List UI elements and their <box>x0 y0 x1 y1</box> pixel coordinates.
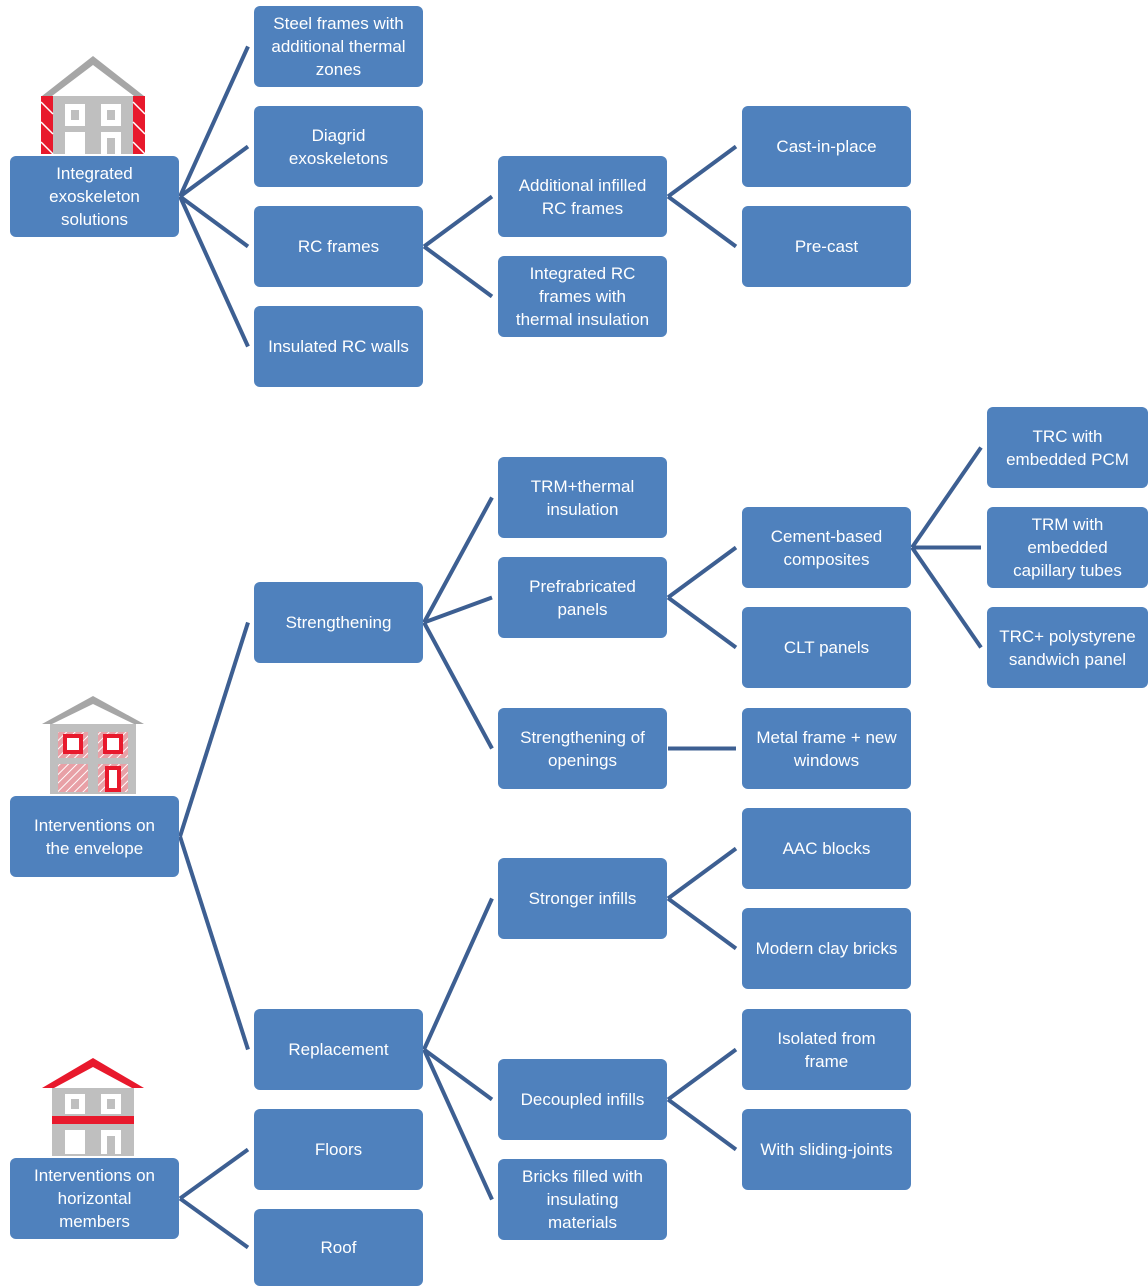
connector-strength-stropen <box>422 621 494 750</box>
node-integrated-exoskeleton-solutions[interactable]: Integrated exoskeleton solutions <box>10 156 179 237</box>
connector-env-strength <box>178 621 250 838</box>
connector-replace-decoupled <box>422 1047 494 1102</box>
node-replacement[interactable]: Replacement <box>254 1009 423 1090</box>
node-strengthening-of-openings[interactable]: Strengthening of openings <box>498 708 667 789</box>
connector-strength-trm <box>422 496 494 624</box>
node-metal-frame-new-windows[interactable]: Metal frame + new windows <box>742 708 911 789</box>
node-steel-frames[interactable]: Steel frames with additional thermal zon… <box>254 6 423 87</box>
connector-addinf-cast <box>666 144 738 199</box>
connector-prefab-clt <box>666 595 738 650</box>
node-modern-clay-bricks[interactable]: Modern clay bricks <box>742 908 911 989</box>
node-additional-infilled-rc-frames[interactable]: Additional infilled RC frames <box>498 156 667 237</box>
building-exoskeleton-icon <box>40 56 146 155</box>
connector-cement-trcpcm <box>910 446 983 549</box>
connector-hor-floors <box>178 1147 250 1201</box>
node-with-sliding-joints[interactable]: With sliding-joints <box>742 1109 911 1190</box>
node-aac-blocks[interactable]: AAC blocks <box>742 808 911 889</box>
node-trm-thermal-insulation[interactable]: TRM+thermal insulation <box>498 457 667 538</box>
node-roof[interactable]: Roof <box>254 1209 423 1286</box>
connector-stronger-clay <box>666 896 738 951</box>
node-insulated-rc-walls[interactable]: Insulated RC walls <box>254 306 423 387</box>
connector-exo-rcframes <box>178 194 250 249</box>
connector-replace-stronger <box>422 897 494 1051</box>
node-integrated-rc-frames[interactable]: Integrated RC frames with thermal insula… <box>498 256 667 337</box>
node-pre-cast[interactable]: Pre-cast <box>742 206 911 287</box>
node-decoupled-infills[interactable]: Decoupled infills <box>498 1059 667 1140</box>
node-prefabricated-panels[interactable]: Prefrabricated panels <box>498 557 667 638</box>
node-stronger-infills[interactable]: Stronger infills <box>498 858 667 939</box>
connector-exo-steel <box>178 45 250 198</box>
connector-replace-bricks <box>422 1048 494 1201</box>
node-rc-frames[interactable]: RC frames <box>254 206 423 287</box>
connector-hor-roof <box>178 1196 250 1250</box>
connector-rcframes-addinf <box>422 194 494 249</box>
node-cement-based-composites[interactable]: Cement-based composites <box>742 507 911 588</box>
connector-stronger-aac <box>666 846 738 901</box>
connector-rcframes-intrc <box>422 244 494 299</box>
node-interventions-on-horizontal-members[interactable]: Interventions on horizontal members <box>10 1158 179 1239</box>
node-floors[interactable]: Floors <box>254 1109 423 1190</box>
connector-cement-trcpoly <box>910 546 983 649</box>
node-trc-polystyrene-sandwich[interactable]: TRC+ polystyrene sandwich panel <box>987 607 1148 688</box>
connector-addinf-precast <box>666 194 738 249</box>
node-diagrid-exoskeletons[interactable]: Diagrid exoskeletons <box>254 106 423 187</box>
node-cast-in-place[interactable]: Cast-in-place <box>742 106 911 187</box>
connector-env-replace <box>178 835 250 1051</box>
node-trc-embedded-pcm[interactable]: TRC with embedded PCM <box>987 407 1148 488</box>
connector-strength-prefab <box>423 595 493 625</box>
node-trm-capillary-tubes[interactable]: TRM with embedded capillary tubes <box>987 507 1148 588</box>
connector-decoupled-isolated <box>666 1047 738 1102</box>
connector-decoupled-sliding <box>666 1097 738 1152</box>
node-isolated-from-frame[interactable]: Isolated from frame <box>742 1009 911 1090</box>
building-envelope-icon <box>42 696 144 794</box>
node-strengthening[interactable]: Strengthening <box>254 582 423 663</box>
connector-exo-insrc <box>178 195 250 348</box>
node-interventions-on-envelope[interactable]: Interventions on the envelope <box>10 796 179 877</box>
connector-prefab-cement <box>666 545 738 600</box>
node-clt-panels[interactable]: CLT panels <box>742 607 911 688</box>
connector-exo-diagrid <box>178 144 250 199</box>
building-horizontal-members-icon <box>42 1058 144 1156</box>
node-bricks-filled-insulating[interactable]: Bricks filled with insulating materials <box>498 1159 667 1240</box>
